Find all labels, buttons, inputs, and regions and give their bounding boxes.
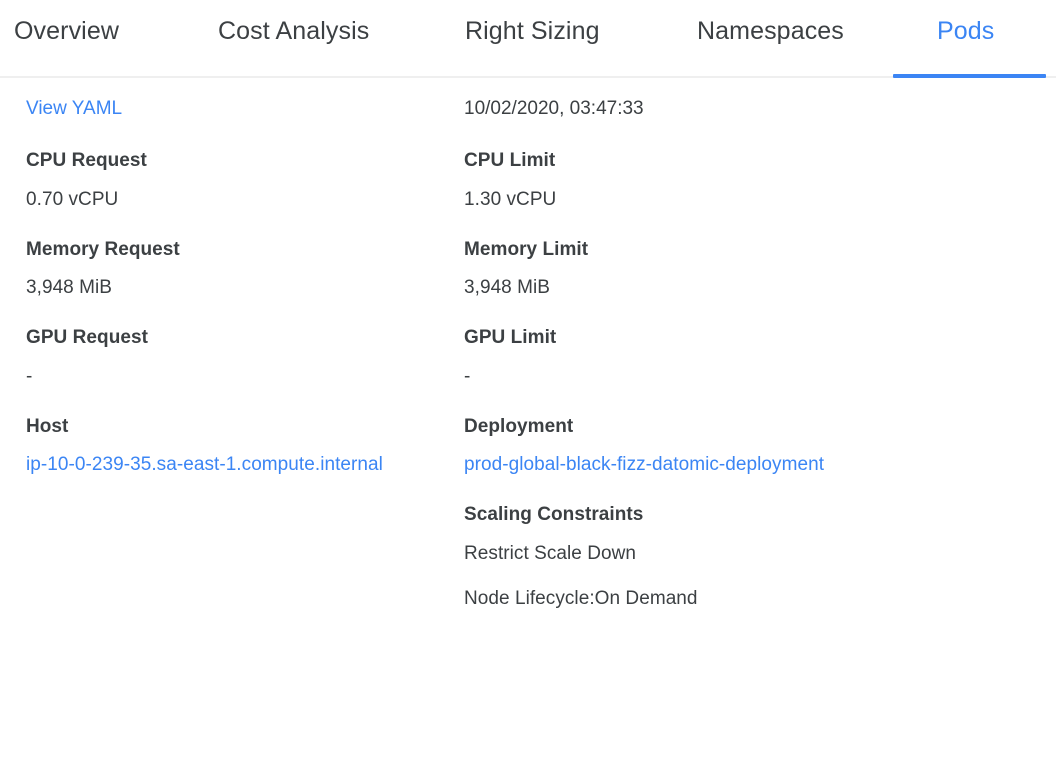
tab-namespaces[interactable]: Namespaces <box>697 17 844 45</box>
field-deployment-value-link[interactable]: prod-global-black-fizz-datomic-deploymen… <box>464 454 825 476</box>
field-gpu-limit: GPU Limit - <box>464 324 859 392</box>
field-cpu-limit-value: 1.30 vCPU <box>464 188 557 210</box>
field-host: Host ip-10-0-239-35.sa-east-1.compute.in… <box>26 413 421 481</box>
field-memory-limit-value: 3,948 MiB <box>464 277 550 299</box>
tab-overview[interactable]: Overview <box>14 17 119 45</box>
field-cpu-request-label: CPU Request <box>26 150 147 172</box>
field-cpu-request-value: 0.70 vCPU <box>26 188 119 210</box>
field-memory-request-value: 3,948 MiB <box>26 277 112 299</box>
tab-cost-analysis[interactable]: Cost Analysis <box>218 17 370 45</box>
field-memory-request-label: Memory Request <box>26 238 180 260</box>
detail-column-right: 10/02/2020, 03:47:33 CPU Limit 1.30 vCPU… <box>464 94 859 635</box>
field-gpu-limit-value: - <box>464 365 471 387</box>
field-scaling-constraints: Scaling Constraints Restrict Scale Down … <box>464 501 859 614</box>
pod-timestamp: 10/02/2020, 03:47:33 <box>464 98 644 119</box>
timestamp-row: 10/02/2020, 03:47:33 <box>464 94 859 124</box>
pod-detail-panel: View YAML CPU Request 0.70 vCPU Memory R… <box>0 78 1056 609</box>
field-host-label: Host <box>26 415 69 437</box>
tab-right-sizing[interactable]: Right Sizing <box>465 17 600 45</box>
field-gpu-limit-label: GPU Limit <box>464 327 557 349</box>
field-memory-limit: Memory Limit 3,948 MiB <box>464 236 859 304</box>
field-scaling-constraints-label: Scaling Constraints <box>464 504 644 526</box>
scaling-constraint-item: Restrict Scale Down <box>464 542 637 564</box>
field-gpu-request-value: - <box>26 365 33 387</box>
field-cpu-request: CPU Request 0.70 vCPU <box>26 147 421 215</box>
field-memory-limit-label: Memory Limit <box>464 238 589 260</box>
view-yaml-link[interactable]: View YAML <box>26 98 123 119</box>
field-cpu-limit-label: CPU Limit <box>464 150 556 172</box>
tab-pods[interactable]: Pods <box>937 17 995 45</box>
field-memory-request: Memory Request 3,948 MiB <box>26 236 421 304</box>
scaling-constraint-item: Node Lifecycle:On Demand <box>464 587 698 609</box>
field-cpu-limit: CPU Limit 1.30 vCPU <box>464 147 859 215</box>
view-yaml-row: View YAML <box>26 94 421 124</box>
field-gpu-request-label: GPU Request <box>26 327 148 349</box>
active-tab-indicator <box>893 74 1046 78</box>
field-host-value-link[interactable]: ip-10-0-239-35.sa-east-1.compute.interna… <box>26 454 383 476</box>
field-deployment: Deployment prod-global-black-fizz-datomi… <box>464 413 859 481</box>
field-deployment-label: Deployment <box>464 415 574 437</box>
field-gpu-request: GPU Request - <box>26 324 421 392</box>
detail-column-left: View YAML CPU Request 0.70 vCPU Memory R… <box>26 94 421 501</box>
tab-bar: Overview Cost Analysis Right Sizing Name… <box>0 0 1056 78</box>
